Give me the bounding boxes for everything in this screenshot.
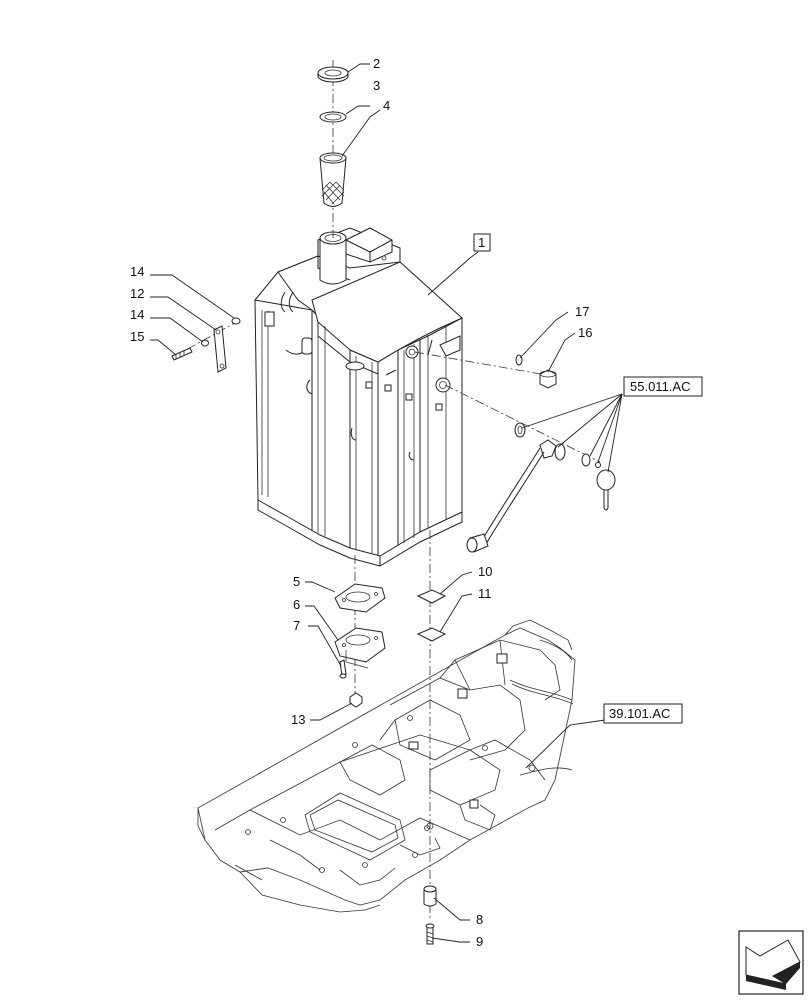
sight-gauge-assembly [171, 317, 241, 373]
callout-15: 15 [130, 329, 144, 344]
ref-frame: 39.101.AC [609, 706, 670, 721]
callout-16: 16 [578, 325, 592, 340]
callout-12: 12 [130, 286, 144, 301]
hydraulic-tank [254, 227, 463, 567]
chassis-frame [197, 619, 576, 913]
callout-3: 3 [373, 78, 380, 93]
filler-cap-assembly [317, 60, 349, 238]
ref-sender: 55.011.AC [630, 379, 690, 394]
callout-14-bottom: 14 [130, 307, 144, 322]
ref-frame-box [603, 703, 683, 724]
callout-6: 6 [293, 597, 300, 612]
ref-sender-box [623, 376, 703, 397]
leader-lines [150, 63, 623, 943]
direction-arrow-icon[interactable] [738, 930, 804, 995]
suction-flange-assembly [334, 555, 386, 708]
callout-13: 13 [291, 712, 305, 727]
level-sender-assembly [414, 351, 616, 553]
callout-11: 11 [478, 586, 492, 601]
callout-5: 5 [293, 574, 300, 589]
callout-14-top: 14 [130, 264, 144, 279]
callout-labels: 2 3 4 1 14 12 14 15 17 16 55.011.AC 5 6 … [130, 56, 703, 949]
tank-mount-assembly [416, 530, 447, 945]
callout-2: 2 [373, 56, 380, 71]
callout-1-box [473, 233, 491, 252]
callout-9: 9 [476, 934, 483, 949]
callout-7: 7 [293, 618, 300, 633]
callout-10: 10 [478, 564, 492, 579]
callout-4: 4 [383, 98, 390, 113]
callout-1: 1 [478, 235, 485, 250]
callout-17: 17 [575, 304, 589, 319]
callout-8: 8 [476, 912, 483, 927]
